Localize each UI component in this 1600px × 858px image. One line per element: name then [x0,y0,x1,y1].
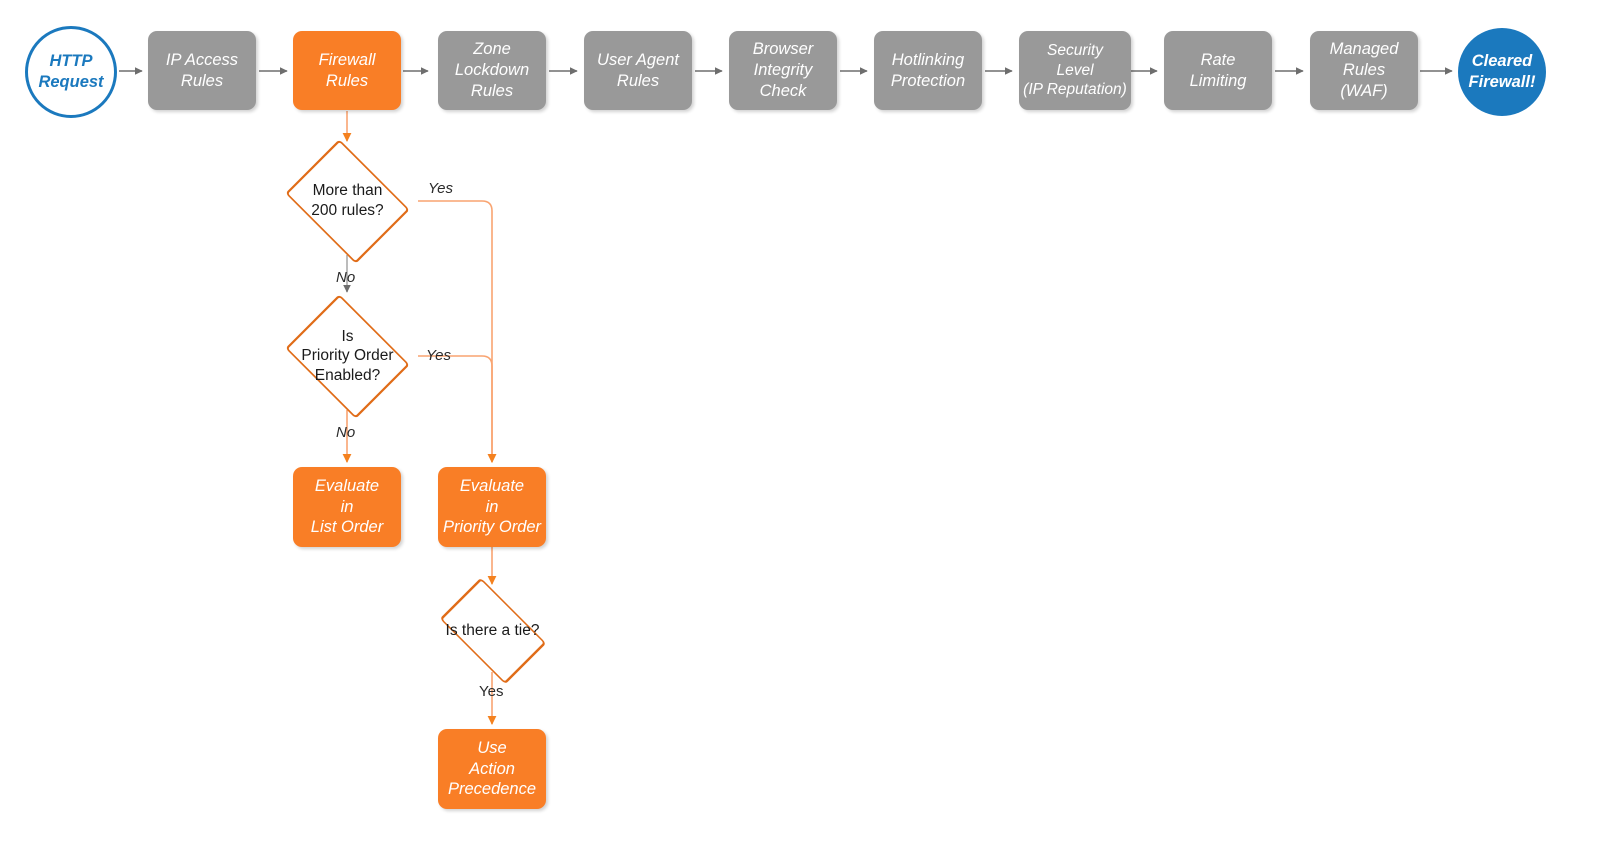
outcome-use-action-precedence[interactable]: Use Action Precedence [438,729,546,809]
node-user-agent-rules-label: User Agent Rules [597,50,679,90]
decision-more-than-200-rules-label: More than 200 rules? [311,182,384,219]
node-browser-integrity-check-label: Browser Integrity Check [752,40,814,100]
node-managed-rules-waf-label: Managed Rules (WAF) [1329,40,1399,100]
edge-label-priority-yes: Yes [426,347,452,364]
node-zone-lockdown-rules[interactable]: Zone Lockdown Rules [438,31,546,110]
outcome-evaluate-in-priority-order-label: Evaluate in Priority Order [442,476,542,537]
outcome-evaluate-in-priority-order[interactable]: Evaluate in Priority Order [438,467,546,547]
node-ip-access-rules[interactable]: IP Access Rules [148,31,256,110]
decision-is-there-a-tie-label: Is there a tie? [445,622,540,640]
node-managed-rules-waf[interactable]: Managed Rules (WAF) [1310,31,1418,110]
node-http-request[interactable]: HTTP Request [25,26,117,118]
decision-priority-order-enabled[interactable]: Is Priority Order Enabled? [277,293,418,419]
node-rate-limiting[interactable]: Rate Limiting [1164,31,1272,110]
node-security-level[interactable]: Security Level (IP Reputation) [1019,31,1131,110]
decision-priority-order-enabled-label: Is Priority Order Enabled? [301,327,394,384]
node-security-level-label: Security Level (IP Reputation) [1023,42,1127,99]
node-hotlinking-protection-label: Hotlinking Protection [890,50,966,90]
node-cleared-firewall-label: Cleared Firewall! [1468,52,1536,91]
edge-label-priority-no: No [336,424,356,441]
node-firewall-rules[interactable]: Firewall Rules [293,31,401,110]
edge-rulecount-yes [418,200,497,463]
outcome-use-action-precedence-label: Use Action Precedence [447,738,537,799]
node-browser-integrity-check[interactable]: Browser Integrity Check [729,31,837,110]
node-http-request-label: HTTP Request [38,52,104,91]
node-zone-lockdown-rules-label: Zone Lockdown Rules [454,40,530,100]
node-user-agent-rules[interactable]: User Agent Rules [584,31,692,110]
outcome-evaluate-in-list-order[interactable]: Evaluate in List Order [293,467,401,547]
edge-label-rulecount-yes: Yes [428,180,454,197]
edge-label-tie-yes: Yes [479,683,504,700]
node-cleared-firewall[interactable]: Cleared Firewall! [1458,28,1546,116]
node-ip-access-rules-label: IP Access Rules [165,50,239,90]
node-firewall-rules-label: Firewall Rules [318,50,376,90]
node-rate-limiting-label: Rate Limiting [1189,50,1247,90]
decision-is-there-a-tie[interactable]: Is there a tie? [427,577,558,685]
edge-priority-yes [418,355,497,463]
node-hotlinking-protection[interactable]: Hotlinking Protection [874,31,982,110]
outcome-evaluate-in-list-order-label: Evaluate in List Order [310,476,384,537]
edge-label-rulecount-no: No [336,269,356,286]
decision-more-than-200-rules[interactable]: More than 200 rules? [277,138,418,264]
